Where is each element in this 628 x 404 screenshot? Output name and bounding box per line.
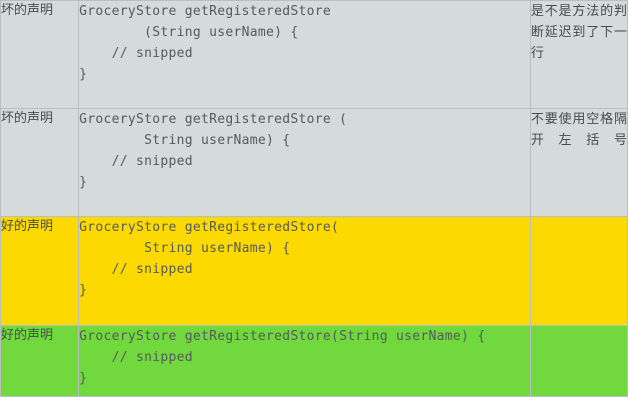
code-sample-cell: GroceryStore getRegisteredStore(String u… [78, 325, 531, 397]
table-row: 坏的声明 GroceryStore getRegisteredStore (St… [0, 0, 628, 109]
code-sample: GroceryStore getRegisteredStore (String … [79, 4, 332, 82]
row-explanation [529, 216, 628, 326]
row-explanation: 不要使用空格隔开左括号 [529, 108, 628, 217]
row-quality-label: 好的声明 [0, 325, 80, 397]
table-row: 好的声明 GroceryStore getRegisteredStore( St… [0, 216, 628, 326]
row-explanation: 是不是方法的判断延迟到了下一行 [529, 0, 628, 109]
row-explanation [529, 325, 628, 397]
code-sample-cell: GroceryStore getRegisteredStore (String … [78, 0, 531, 109]
code-sample-cell: GroceryStore getRegisteredStore( String … [78, 216, 531, 326]
row-quality-label: 坏的声明 [0, 0, 80, 109]
code-sample-cell: GroceryStore getRegisteredStore ( String… [78, 108, 531, 217]
table-row: 坏的声明 GroceryStore getRegisteredStore ( S… [0, 108, 628, 217]
code-sample: GroceryStore getRegisteredStore( String … [79, 220, 340, 298]
code-sample: GroceryStore getRegisteredStore(String u… [79, 329, 486, 386]
table-row: 好的声明 GroceryStore getRegisteredStore(Str… [0, 325, 628, 397]
row-quality-label: 好的声明 [0, 216, 80, 326]
row-quality-label: 坏的声明 [0, 108, 80, 217]
code-sample: GroceryStore getRegisteredStore ( String… [79, 112, 348, 190]
